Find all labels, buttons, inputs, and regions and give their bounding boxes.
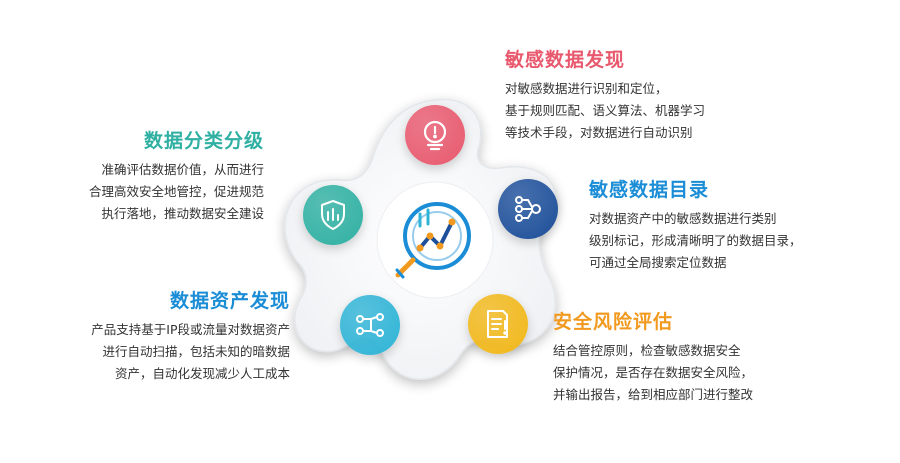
- section-title: 敏感数据发现: [505, 49, 626, 71]
- section-title: 敏感数据目录: [589, 179, 710, 201]
- description-line: 可通过全局搜索定位数据: [589, 255, 727, 270]
- description-line: 准确评估数据价值，从而进行: [101, 162, 264, 177]
- shield-chart-icon: [321, 200, 345, 230]
- section-sensitive-data-catalog: 敏感数据目录 对数据资产中的敏感数据进行类别 级别标记，形成清晰明了的数据目录，…: [589, 178, 802, 274]
- section-description: 准确评估数据价值，从而进行 合理高效安全地管控，促进规范 执行落地，推动数据安全…: [89, 159, 264, 225]
- node-sensitive-data-discovery[interactable]: [405, 105, 465, 165]
- section-title: 安全风险评估: [553, 311, 674, 333]
- section-data-asset-discovery: 数据资产发现 产品支持基于IP段或流量对数据资产 进行自动扫描，包括未知的暗数据…: [91, 289, 290, 385]
- section-data-classification: 数据分类分级 准确评估数据价值，从而进行 合理高效安全地管控，促进规范 执行落地…: [89, 129, 264, 225]
- document-alert-icon: [487, 310, 508, 338]
- description-line: 合理高效安全地管控，促进规范: [88, 184, 264, 199]
- section-description: 对敏感数据进行识别和定位， 基于规则匹配、语义算法、机器学习 等技术手段，对数据…: [505, 78, 705, 144]
- description-line: 并输出报告，给到相应部门进行整改: [553, 387, 754, 402]
- section-description: 对数据资产中的敏感数据进行类别 级别标记，形成清晰明了的数据目录， 可通过全局搜…: [589, 208, 802, 274]
- section-description: 产品支持基于IP段或流量对数据资产 进行自动扫描，包括未知的暗数据 资产，自动化…: [91, 319, 290, 385]
- node-security-risk-assessment[interactable]: [468, 294, 528, 354]
- section-security-risk-assessment: 安全风险评估 结合管控原则，检查敏感数据安全 保护情况，是否存在数据安全风险， …: [553, 310, 753, 406]
- section-sensitive-data-discovery: 敏感数据发现 对敏感数据进行识别和定位， 基于规则匹配、语义算法、机器学习 等技…: [505, 48, 705, 144]
- description-line: 执行落地，推动数据安全建设: [101, 206, 264, 221]
- node-data-classification[interactable]: [303, 185, 363, 245]
- magnifier-chart-icon: [395, 202, 471, 279]
- section-title: 数据资产发现: [169, 290, 290, 312]
- description-line: 资产，自动化发现减少人工成本: [114, 366, 290, 381]
- circuit-nodes-icon: [356, 313, 384, 337]
- node-data-asset-discovery[interactable]: [340, 295, 400, 355]
- section-description: 结合管控原则，检查敏感数据安全 保护情况，是否存在数据安全风险， 并输出报告，给…: [553, 340, 753, 406]
- description-line: 结合管控原则，检查敏感数据安全: [553, 343, 741, 358]
- description-line: 级别标记，形成清晰明了的数据目录，: [589, 233, 802, 248]
- description-line: 等技术手段，对数据进行自动识别: [505, 125, 693, 140]
- description-line: 基于规则匹配、语义算法、机器学习: [505, 103, 706, 118]
- description-line: 对数据资产中的敏感数据进行类别: [589, 211, 777, 226]
- description-line: 对敏感数据进行识别和定位，: [505, 81, 668, 96]
- flow-nodes-icon: [515, 196, 541, 222]
- description-line: 保护情况，是否存在数据安全风险，: [553, 365, 754, 380]
- description-line: 产品支持基于IP段或流量对数据资产: [91, 322, 290, 337]
- description-line: 进行自动扫描，包括未知的暗数据: [102, 344, 290, 359]
- search-alert-icon: [423, 120, 447, 151]
- section-title: 数据分类分级: [143, 130, 264, 152]
- node-sensitive-data-catalog[interactable]: [498, 179, 558, 239]
